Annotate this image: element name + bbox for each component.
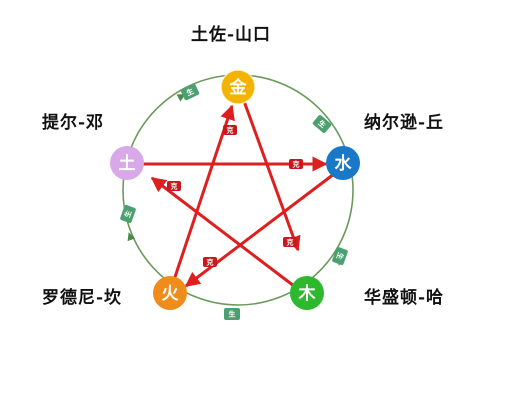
overcome-badges: 克 克 克 克 克	[167, 125, 303, 267]
node-metal: 金	[220, 69, 256, 105]
generate-badges: 生 生 生 生 生	[120, 83, 348, 320]
label-washington-ha: 华盛顿-哈	[364, 288, 445, 308]
line-wood-earth	[150, 176, 295, 288]
svg-text:克: 克	[227, 126, 234, 135]
badge-overcome-2: 克	[289, 159, 303, 169]
node-fire: 火	[153, 276, 187, 310]
badge-overcome-4: 克	[167, 181, 181, 191]
label-nelson-qiu: 纳尔逊-丘	[364, 113, 445, 133]
line-fire-metal	[172, 104, 235, 281]
badge-generate-3: 生	[332, 246, 348, 266]
line-metal-wood	[238, 89, 301, 252]
node-water: 水	[326, 146, 360, 180]
label-rodney-kan: 罗德尼-坎	[42, 288, 123, 308]
node-earth: 土	[110, 146, 144, 180]
badge-generate-4: 生	[224, 308, 240, 320]
svg-text:生: 生	[316, 118, 327, 129]
badge-generate-2: 生	[312, 115, 332, 133]
svg-text:生: 生	[123, 209, 134, 219]
svg-text:克: 克	[171, 182, 178, 191]
badge-generate-1: 生	[180, 83, 200, 101]
badge-overcome-1: 克	[223, 125, 237, 135]
svg-text:克: 克	[287, 238, 294, 247]
svg-text:金: 金	[229, 77, 248, 98]
node-wood: 木	[290, 276, 324, 310]
svg-text:克: 克	[207, 258, 214, 267]
svg-text:生: 生	[229, 310, 236, 319]
line-water-fire	[184, 172, 335, 288]
generating-cycle-circle	[122, 74, 354, 306]
badge-generate-5: 生	[120, 204, 136, 224]
svg-text:木: 木	[298, 283, 317, 304]
svg-text:水: 水	[335, 153, 353, 174]
arrow-fire-earth	[127, 232, 136, 242]
svg-text:生: 生	[185, 86, 195, 97]
overcoming-lines	[138, 89, 335, 288]
badge-overcome-5: 克	[203, 257, 217, 267]
svg-text:火: 火	[162, 284, 180, 304]
label-tirpitz-deng: 提尔-邓	[42, 113, 105, 133]
svg-text:克: 克	[293, 160, 300, 169]
label-tosa-yamaguchi: 土佐-山口	[191, 25, 272, 45]
svg-text:土: 土	[119, 153, 136, 174]
badge-overcome-3: 克	[283, 237, 297, 247]
svg-text:生: 生	[335, 251, 346, 261]
